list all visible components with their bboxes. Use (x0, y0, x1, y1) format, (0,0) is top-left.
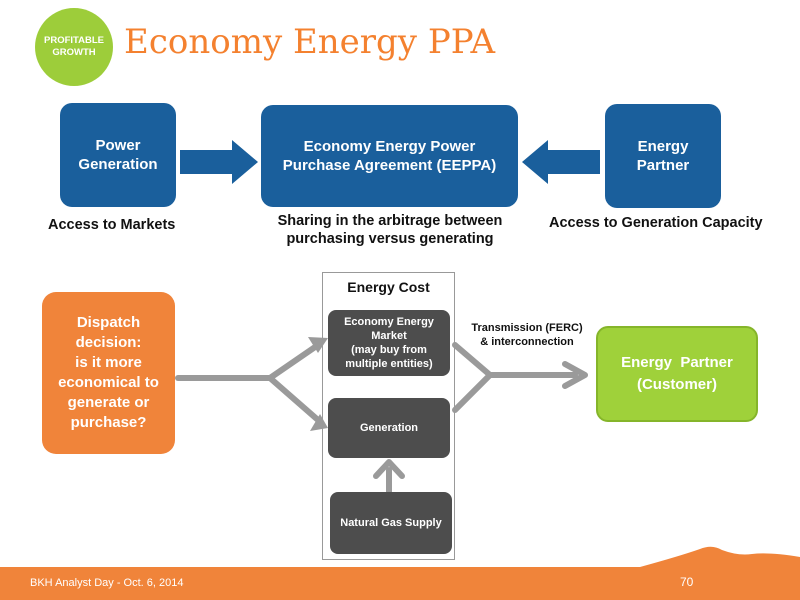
arrow-partner-to-eeppa (522, 140, 600, 184)
economy-energy-market-box: Economy Energy Market (may buy from mult… (328, 310, 450, 376)
access-to-markets-caption: Access to Markets (48, 217, 176, 233)
energy-partner-line-2: Partner (636, 157, 690, 174)
arrow-power-to-eeppa (180, 140, 258, 184)
footer-mountains (640, 546, 800, 567)
page-number: 70 (680, 575, 694, 589)
eeppa-line-2: Purchase Agreement (EEPPA) (282, 157, 497, 174)
market-line-2: Market (371, 330, 407, 342)
generation-label: Generation (359, 422, 419, 434)
footer-bar (0, 567, 800, 600)
footer-event-text: BKH Analyst Day - Oct. 6, 2014 (30, 577, 184, 589)
access-to-generation-caption: Access to Generation Capacity (549, 215, 763, 231)
power-generation-box: Power Generation (60, 103, 176, 207)
arrowhead-to-market (308, 337, 328, 353)
arrow-dispatch-fork (175, 342, 321, 423)
dispatch-line-5: generate or (67, 394, 150, 411)
profitable-growth-badge: PROFITABLE GROWTH (35, 8, 113, 86)
arbitrage-caption-line-2: purchasing versus generating (286, 231, 494, 247)
arrowhead-to-generation (310, 414, 328, 431)
transmission-label: Transmission (FERC) & interconnection (462, 321, 592, 349)
energy-partner-box: Energy Partner (605, 104, 721, 208)
badge-line-1: PROFITABLE (44, 35, 104, 46)
arrow-merge-to-partner (452, 342, 588, 413)
arbitrage-caption: Sharing in the arbitrage between purchas… (265, 212, 515, 248)
energy-cost-frame (322, 272, 455, 560)
dispatch-decision-box: Dispatch decision: is it more economical… (42, 292, 175, 454)
badge-line-2: GROWTH (52, 47, 96, 58)
customer-line-2: (Customer) (636, 376, 717, 393)
generation-box: Generation (328, 398, 450, 458)
dispatch-line-1: Dispatch (76, 314, 141, 331)
energy-partner-line-1: Energy (637, 138, 689, 155)
dispatch-line-2: decision: (75, 334, 142, 351)
market-line-3: (may buy from (351, 344, 427, 356)
power-generation-line-2: Generation (78, 156, 158, 173)
transmission-line-2: & interconnection (480, 336, 574, 348)
gas-label: Natural Gas Supply (340, 517, 442, 529)
market-line-1: Economy Energy (344, 316, 434, 328)
transmission-line-1: Transmission (FERC) (471, 322, 583, 334)
dispatch-line-4: economical to (58, 374, 159, 391)
slide-title: Economy Energy PPA (124, 22, 496, 62)
energy-cost-label: Energy Cost (347, 279, 430, 295)
arbitrage-caption-line-1: Sharing in the arbitrage between (277, 213, 503, 229)
power-generation-line-1: Power (95, 137, 141, 154)
eeppa-line-1: Economy Energy Power (303, 138, 476, 155)
dispatch-line-3: is it more (75, 354, 142, 371)
dispatch-line-6: purchase? (70, 414, 147, 431)
customer-line-1: Energy Partner (621, 354, 733, 371)
eeppa-box: Economy Energy Power Purchase Agreement … (261, 105, 518, 207)
market-line-4: multiple entities) (345, 358, 433, 370)
natural-gas-supply-box: Natural Gas Supply (330, 492, 452, 554)
energy-partner-customer-box: Energy Partner (Customer) (596, 326, 758, 422)
